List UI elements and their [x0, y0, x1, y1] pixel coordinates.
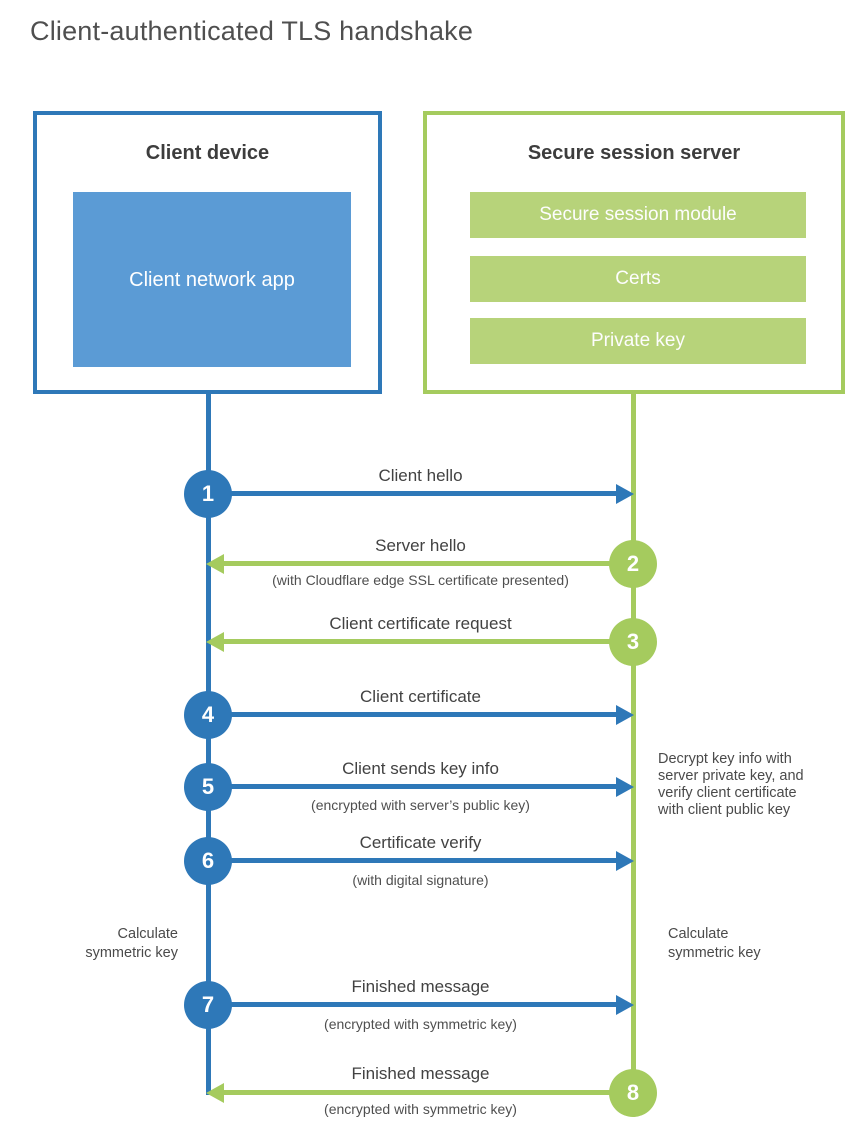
step-6-circle: 6: [184, 837, 232, 885]
step-3-number: 3: [626, 629, 640, 654]
step-5-arrowhead-icon: [616, 777, 634, 797]
step-2-label: Server hello: [375, 536, 466, 555]
step-2-arrow: [224, 561, 611, 566]
server-module-label: Secure session module: [539, 204, 737, 225]
step-5-label: Client sends key info: [342, 759, 499, 778]
step-5-circle: 5: [184, 763, 232, 811]
note-line: with client public key: [658, 802, 791, 818]
note-line: Calculate: [117, 926, 178, 942]
step-8-number: 8: [626, 1080, 640, 1105]
step-6-sublabel: (with digital signature): [352, 872, 489, 888]
step-2-arrowhead-icon: [206, 554, 224, 574]
step-6-label: Certificate verify: [359, 833, 482, 852]
note-decrypt-key-info: Decrypt key info with server private key…: [658, 751, 848, 819]
step-3-label: Client certificate request: [329, 614, 512, 633]
secure-session-server-title: Secure session server: [527, 142, 741, 164]
step-1-arrowhead-icon: [616, 484, 634, 504]
step-8-arrowhead-icon: [206, 1083, 224, 1103]
step-3-arrowhead-icon: [206, 632, 224, 652]
server-module-label: Private key: [591, 330, 685, 351]
step-7-label: Finished message: [351, 977, 490, 996]
step-5-sublabel: (encrypted with server’s public key): [311, 797, 530, 813]
secure-session-server-box: Secure session server Secure session mod…: [423, 111, 845, 394]
step-5-number: 5: [201, 774, 215, 799]
step-6-arrowhead-icon: [616, 851, 634, 871]
note-line: symmetric key: [668, 945, 761, 961]
server-module-label: Certs: [615, 268, 661, 289]
step-1-arrow: [230, 491, 616, 496]
step-8-sublabel: (encrypted with symmetric key): [324, 1101, 517, 1117]
step-6-number: 6: [201, 848, 215, 873]
step-4-number: 4: [201, 702, 215, 727]
step-4-arrowhead-icon: [616, 705, 634, 725]
step-6-arrow: [230, 858, 616, 863]
note-line: symmetric key: [85, 945, 178, 961]
step-1-label: Client hello: [378, 466, 463, 485]
note-calculate-symmetric-key-server: Calculate symmetric key: [668, 925, 816, 963]
note-line: Calculate: [668, 926, 729, 942]
step-7-sublabel: (encrypted with symmetric key): [324, 1016, 517, 1032]
step-7-arrow: [230, 1002, 616, 1007]
note-line: Decrypt key info with: [658, 751, 792, 767]
note-line: verify client certificate: [658, 785, 797, 801]
step-7-arrowhead-icon: [616, 995, 634, 1015]
step-1-circle: 1: [184, 470, 232, 518]
step-7-number: 7: [201, 992, 215, 1017]
client-lifeline: [206, 392, 211, 1095]
step-8-arrow: [224, 1090, 611, 1095]
step-8-label: Finished message: [351, 1064, 490, 1083]
client-device-box: Client device Client network app: [33, 111, 382, 394]
note-calculate-symmetric-key-client: Calculate symmetric key: [30, 925, 178, 963]
note-line: server private key, and: [658, 768, 804, 784]
server-module-bar: Private key: [470, 318, 806, 364]
page-title: Client-authenticated TLS handshake: [30, 16, 474, 46]
step-2-sublabel: (with Cloudflare edge SSL certificate pr…: [272, 572, 569, 588]
step-8-circle: 8: [609, 1069, 657, 1117]
step-2-circle: 2: [609, 540, 657, 588]
client-device-title: Client device: [145, 142, 270, 164]
step-4-arrow: [230, 712, 616, 717]
step-4-label: Client certificate: [360, 687, 481, 706]
step-2-number: 2: [626, 551, 640, 576]
step-3-circle: 3: [609, 618, 657, 666]
server-module-bar: Certs: [470, 256, 806, 302]
client-network-app-box: Client network app: [73, 192, 351, 367]
step-3-arrow: [224, 639, 611, 644]
server-lifeline: [631, 392, 636, 1093]
server-module-bar: Secure session module: [470, 192, 806, 238]
step-5-arrow: [230, 784, 616, 789]
client-network-app-label: Client network app: [129, 268, 295, 291]
step-7-circle: 7: [184, 981, 232, 1029]
step-1-number: 1: [201, 481, 215, 506]
step-4-circle: 4: [184, 691, 232, 739]
